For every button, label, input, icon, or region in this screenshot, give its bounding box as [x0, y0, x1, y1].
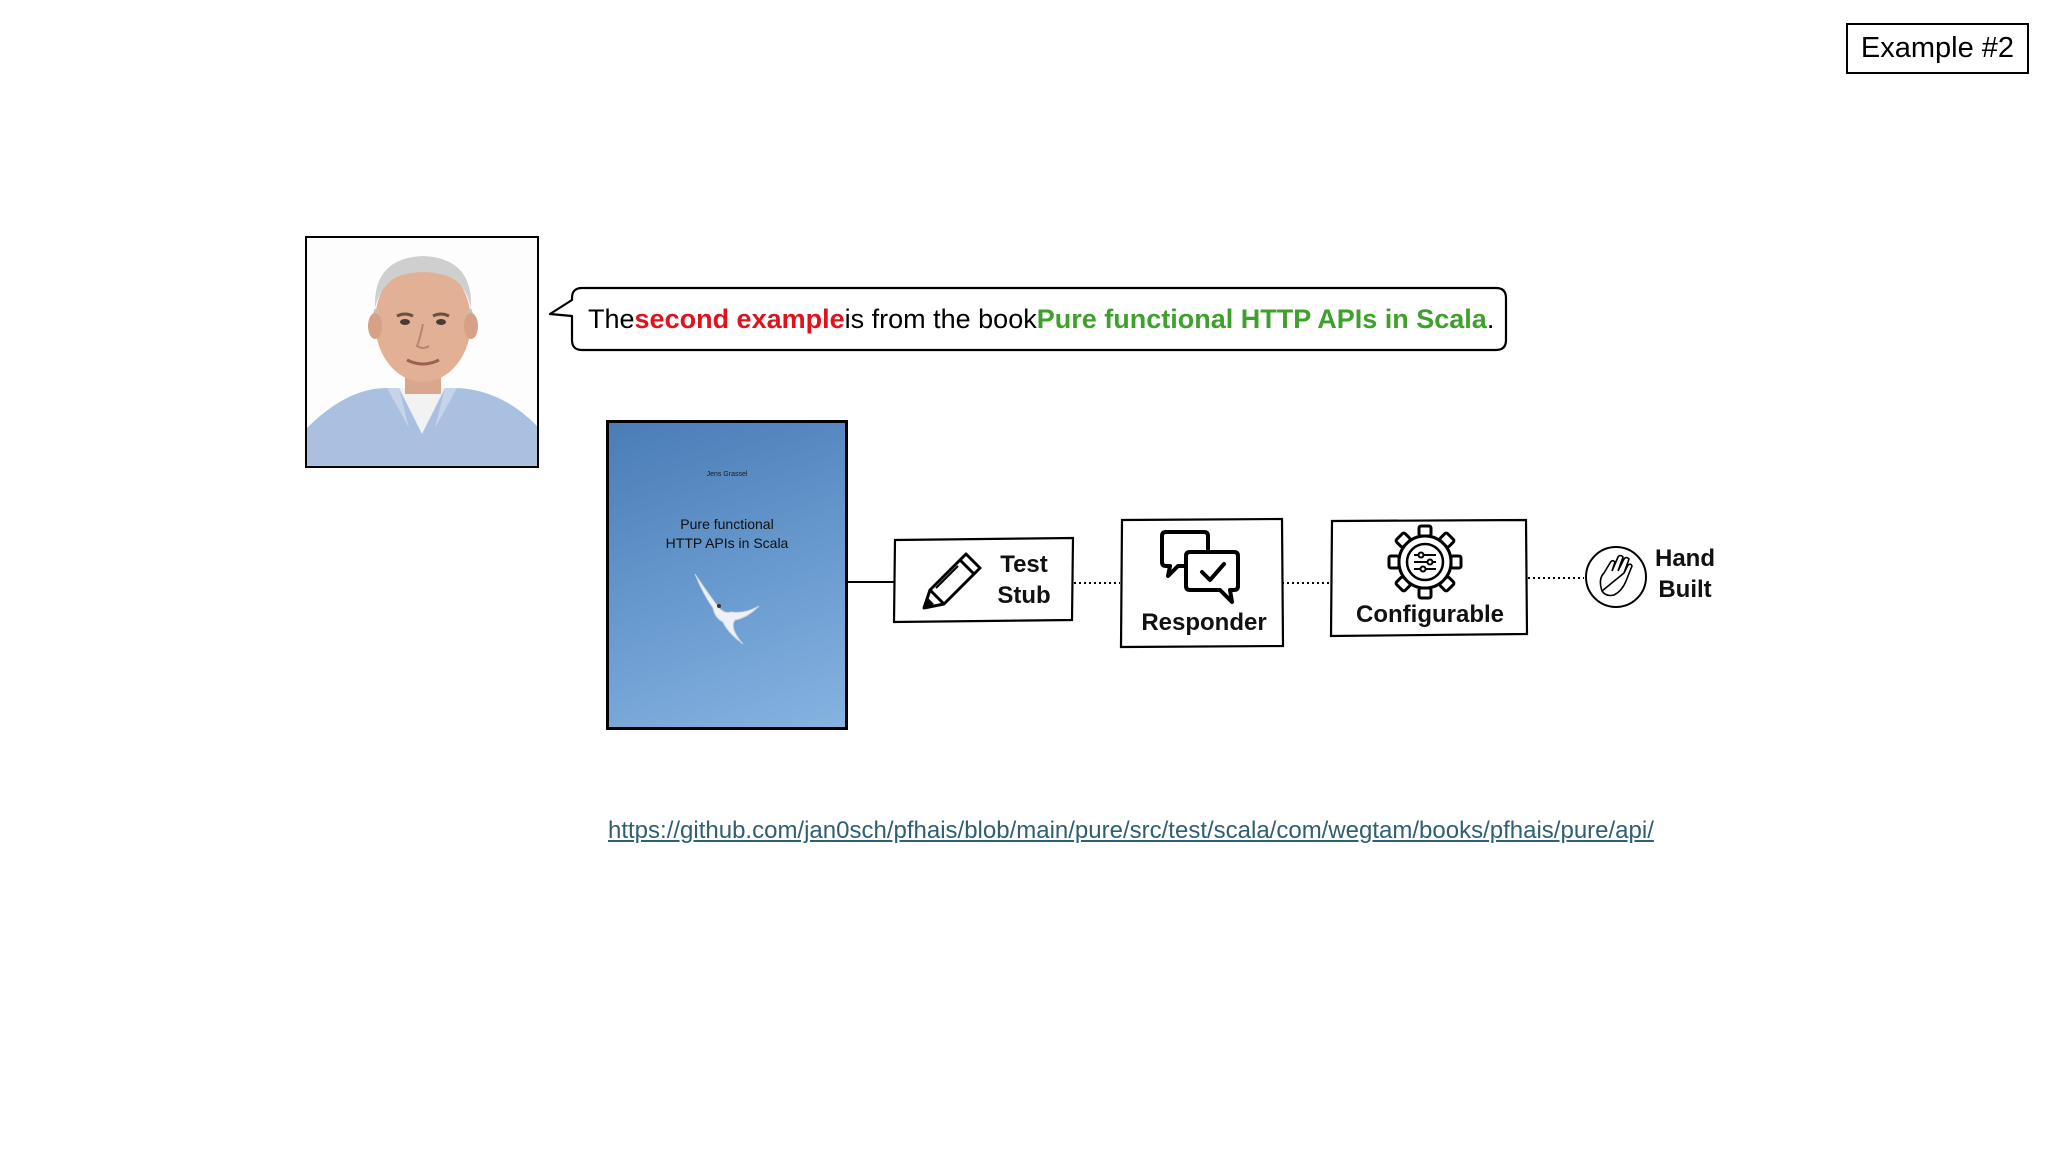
- test-stub-label: Test Stub: [984, 549, 1064, 611]
- responder-label: Responder: [1141, 609, 1267, 636]
- bubble-text-2: is from the book: [844, 303, 1037, 334]
- book-title-line-1: Pure functional: [680, 516, 774, 532]
- book-title-line-2: HTTP APIs in Scala: [665, 535, 789, 551]
- pencil-icon: [922, 552, 982, 610]
- hand-built-label: Hand Built: [1640, 543, 1730, 605]
- speech-bubble: The second example is from the book Pure…: [548, 286, 1508, 352]
- seagull-icon: [694, 573, 760, 645]
- speech-bubble-text: The second example is from the book Pure…: [588, 286, 1494, 352]
- presenter-portrait: [305, 236, 539, 468]
- hand-built-label-line-2: Built: [1658, 576, 1712, 603]
- bubble-highlight-second-example: second example: [634, 303, 845, 334]
- book-cover: Jens Grassel Pure functional HTTP APIs i…: [606, 420, 848, 730]
- example-tag: Example #2: [1846, 23, 2029, 74]
- bubble-book-title: Pure functional HTTP APIs in Scala: [1036, 303, 1487, 334]
- hand-built-label-line-1: Hand: [1655, 545, 1715, 572]
- test-stub-label-line-1: Test: [1000, 551, 1048, 578]
- bubble-text-3: .: [1486, 303, 1495, 334]
- book-title: Pure functional HTTP APIs in Scala: [609, 515, 845, 553]
- portrait-illustration: [307, 238, 537, 466]
- github-link[interactable]: https://github.com/jan0sch/pfhais/blob/m…: [608, 817, 1654, 844]
- hand-icon: [1585, 546, 1647, 608]
- bubble-text-1: The: [588, 303, 635, 334]
- chat-check-icon: [1160, 530, 1240, 604]
- book-author: Jens Grassel: [706, 471, 748, 478]
- configurable-label: Configurable: [1356, 601, 1504, 628]
- gear-sliders-icon: [1387, 524, 1463, 600]
- test-stub-box: [892, 536, 1075, 624]
- speech-bubble-outline: [548, 286, 1508, 352]
- test-stub-label-line-2: Stub: [997, 582, 1051, 609]
